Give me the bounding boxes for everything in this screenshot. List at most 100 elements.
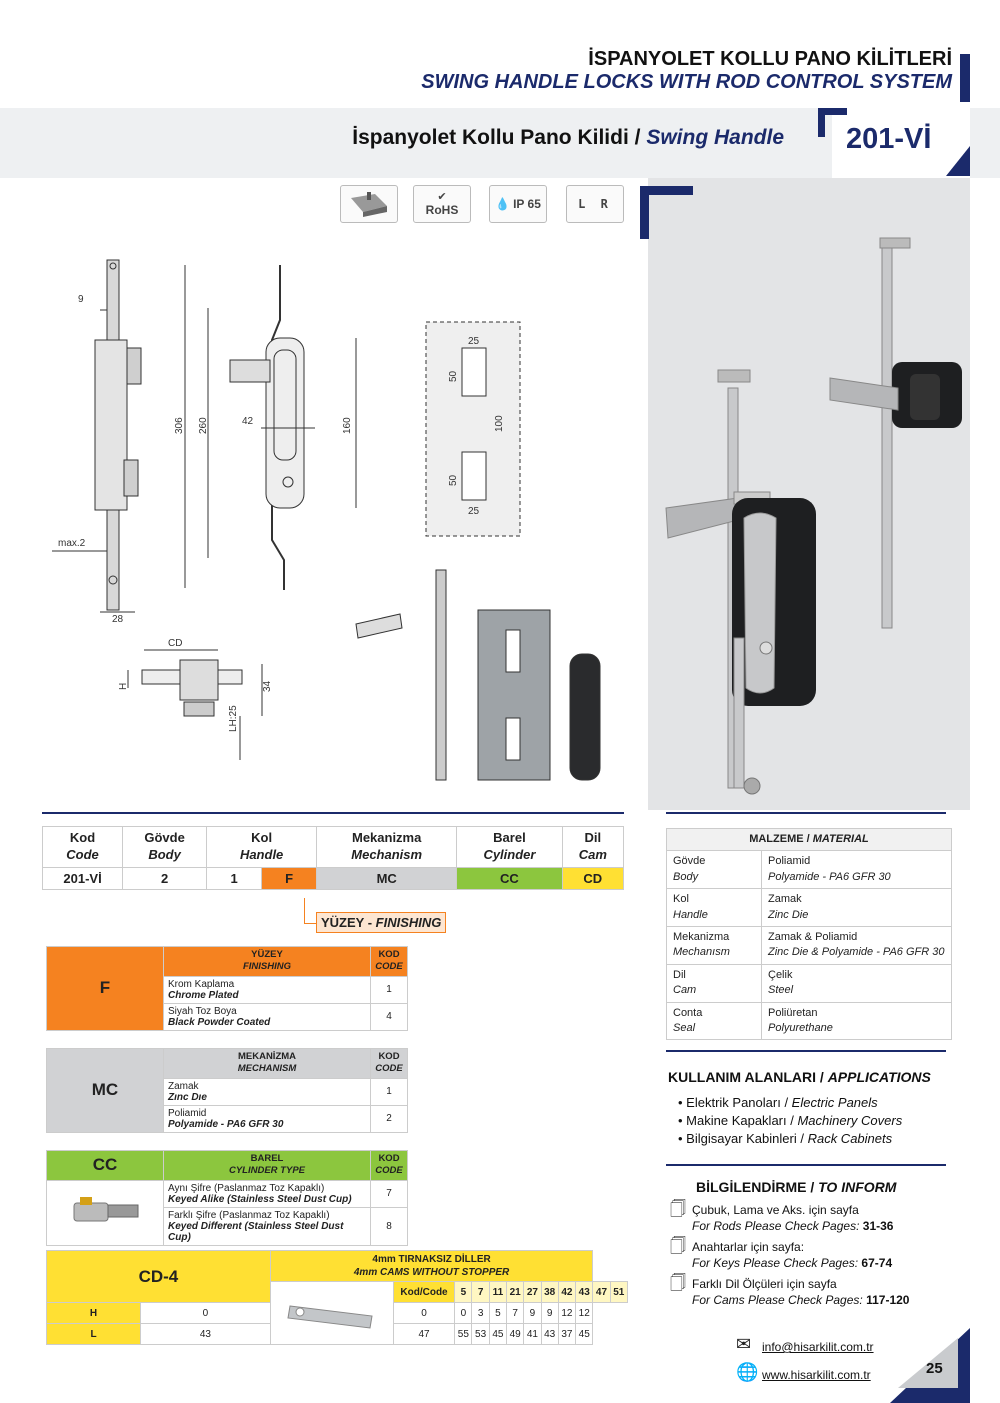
cam-image (269, 1281, 394, 1345)
applications-list: • Elektrik Panoları / Electric Panels • … (678, 1094, 902, 1148)
finishing-row-code: 1 (370, 975, 408, 1004)
cam-code: 51 (609, 1281, 629, 1303)
list-item: • Makine Kapakları / Machinery Covers (678, 1113, 903, 1128)
inform-tr: Farklı Dil Ölçüleri için sayfa (692, 1277, 837, 1291)
mechanism-row-en: Polyamide - PA6 GFR 30 (168, 1118, 284, 1130)
mechanism-h-tr: MEKANİZMA (237, 1051, 297, 1062)
product-name-en: Swing Handle (646, 126, 784, 149)
cam-l: 37 (557, 1323, 577, 1345)
corner-accent-icon (818, 108, 847, 137)
cam-l: 47 (392, 1323, 456, 1345)
mat-tr: Zamak & Poliamid (768, 930, 858, 943)
corner-triangle-icon (946, 146, 970, 176)
list-item: • Elektrik Panoları / Electric Panels (678, 1095, 878, 1110)
ip65-icon: 💧IP 65 (489, 185, 547, 223)
body-value: 2 (122, 866, 208, 890)
cam-l: 41 (523, 1323, 542, 1345)
cam-code: 38 (540, 1281, 559, 1303)
website-link[interactable]: www.hisarkilit.com.tr (762, 1368, 871, 1382)
mechanism-row-en: Zınc Dıe (168, 1091, 207, 1103)
cutout-dim-100: 100 (494, 415, 505, 432)
cylinder-row-code: 8 (370, 1206, 408, 1246)
hdr-kol: Kol (251, 830, 273, 845)
finishing-kod: KOD (378, 949, 400, 960)
globe-icon: 🌐 (736, 1362, 759, 1382)
divider-line-right-2 (666, 1050, 946, 1052)
rohs-icon: ✔ RoHS (413, 185, 471, 223)
hdr-mechanism: Mechanism (351, 846, 423, 862)
mat-en: Steel (768, 984, 794, 997)
dim-cd: CD (168, 638, 182, 649)
cam-h: 0 (454, 1302, 473, 1324)
finishing-row-code: 4 (370, 1002, 408, 1031)
finishing-row-tr: Krom Kaplama (168, 978, 235, 990)
material-h-tr: MALZEME (749, 833, 804, 845)
panel-corner-icon (640, 186, 693, 239)
hdr-barel: Barel (493, 830, 526, 845)
cam-l: 53 (471, 1323, 490, 1345)
header-title-en: SWING HANDLE LOCKS WITH ROD CONTROL SYST… (421, 71, 952, 93)
mat-tr: Çelik (768, 968, 793, 981)
mechanism-kod: KOD (378, 1051, 400, 1062)
email-link[interactable]: info@hisarkilit.com.tr (762, 1340, 874, 1354)
cam-h: 9 (540, 1302, 559, 1324)
part-tr: Kol (673, 893, 689, 906)
ip65-label: IP 65 (513, 197, 541, 211)
cutout-dim-50-bottom: 50 (448, 474, 459, 486)
dim-h: H (118, 683, 129, 690)
product-photo (665, 237, 962, 795)
cam-code: 42 (557, 1281, 577, 1303)
cylinder-key: CC (46, 1150, 164, 1181)
cutout-dim-50-top: 50 (448, 370, 459, 382)
dim-306: 306 (174, 417, 185, 434)
email-icon: ✉ (736, 1334, 752, 1354)
mechanism-row-tr: Zamak (168, 1080, 199, 1092)
inform-title: BİLGİLENDİRME / TO INFORM (696, 1179, 897, 1195)
cylinder-row-tr: Aynı Şifre (Paslanmaz Toz Kapaklı) (168, 1182, 325, 1194)
cam-code: 47 (592, 1281, 611, 1303)
cam-h: 9 (523, 1302, 542, 1324)
finishing-tag: YÜZEY - FINISHING (316, 912, 447, 933)
cam-value: CD (561, 866, 625, 890)
header-accent-bar (960, 54, 970, 102)
part-tr: Mekanizma (673, 930, 730, 943)
hdr-kod: Kod (69, 830, 96, 845)
cam-h: 3 (471, 1302, 490, 1324)
product-code: 201-Vİ (846, 123, 932, 155)
handle-value: 1 (206, 866, 263, 890)
hdr-govde: Gövde (144, 830, 185, 845)
cylinder-row-tr: Farklı Şifre (Paslanmaz Toz Kapaklı) (168, 1209, 330, 1221)
inform-tr: Çubuk, Lama ve Aks. için sayfa (692, 1203, 859, 1217)
mechanism-row-code: 1 (370, 1077, 408, 1106)
list-item: • Bilgisayar Kabinleri / Rack Cabinets (678, 1131, 893, 1146)
cam-l: 45 (575, 1323, 594, 1345)
cam-l: 43 (140, 1323, 271, 1345)
inform-pages: 31-36 (862, 1219, 894, 1233)
finishing-row-tr: Siyah Toz Boya (168, 1005, 237, 1017)
finishing-code: CODE (375, 961, 403, 973)
hdr-body: Body (148, 846, 181, 862)
mechanism-row-code: 2 (370, 1104, 408, 1133)
page-icon: 🗍 (670, 1275, 686, 1292)
inform-pages: 117-120 (866, 1293, 910, 1307)
finishing-row-en: Chrome Plated (168, 989, 239, 1001)
technical-drawing: 9 306 260 42 160 max.2 28 CD H 34 LH:25 … (52, 259, 601, 781)
app-en: Electric Panels (791, 1095, 878, 1110)
product-title-separator: / (634, 126, 641, 149)
cylinder-kod: KOD (378, 1153, 400, 1164)
header-title-tr: İSPANYOLET KOLLU PANO KİLİTLERİ (588, 48, 952, 70)
left-right-icon: L R (566, 185, 624, 223)
app-en: Machinery Covers (797, 1113, 903, 1128)
rail-icon (340, 185, 398, 223)
page-icon: 🗍 (670, 1238, 686, 1255)
page-corner-gray (898, 1338, 958, 1388)
cutout-dim-25-top: 25 (468, 336, 480, 347)
part-en: Cam (673, 984, 697, 997)
